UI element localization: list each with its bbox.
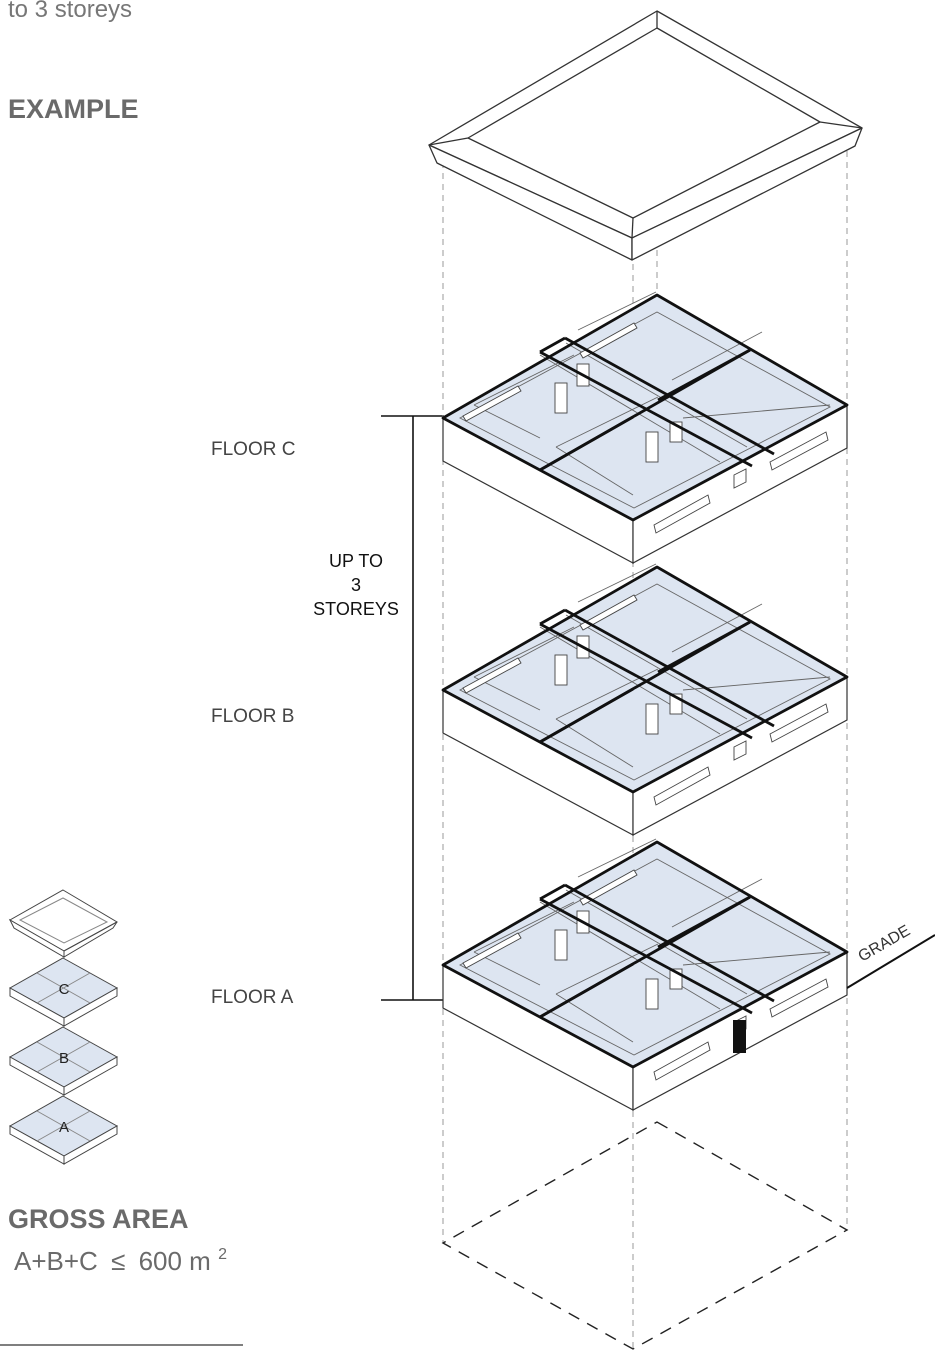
gross-area-relation: ≤ — [111, 1246, 125, 1276]
grade-label: GRADE — [856, 922, 914, 965]
height-label-line2: 3 — [351, 575, 361, 595]
legend: C B A — [8, 889, 119, 1165]
height-label-line1: UP TO — [329, 551, 383, 571]
floor-c — [441, 290, 849, 565]
gross-area-title: GROSS AREA — [8, 1204, 189, 1234]
grade-line — [846, 934, 935, 989]
foundation-footprint — [441, 1121, 849, 1350]
legend-a-label: A — [59, 1119, 69, 1136]
gross-area-unit-exponent: 2 — [218, 1246, 227, 1263]
gross-area-sum: A+B+C — [14, 1246, 98, 1276]
legend-floor-a — [8, 1095, 119, 1165]
floor-c-label: FLOOR C — [211, 439, 295, 460]
height-bracket — [381, 415, 444, 1001]
legend-c-label: C — [59, 981, 70, 998]
floor-b — [441, 562, 849, 837]
floor-b-label: FLOOR B — [211, 706, 294, 727]
legend-roof — [8, 889, 119, 958]
gross-area-formula: A+B+C ≤ 600 m 2 — [14, 1246, 227, 1276]
legend-floor-b — [8, 1026, 119, 1096]
floor-a — [441, 837, 849, 1112]
intro-text: to 3 storeys — [8, 0, 132, 23]
legend-floor-c — [8, 957, 119, 1027]
legend-b-label: B — [59, 1050, 69, 1067]
gross-area-value: 600 m — [139, 1246, 211, 1276]
floor-a-label: FLOOR A — [211, 987, 294, 1008]
roof — [428, 10, 863, 261]
example-heading: EXAMPLE — [8, 94, 139, 124]
entry-door — [733, 1020, 746, 1053]
height-label-line3: STOREYS — [313, 599, 399, 619]
height-label-bg — [308, 545, 408, 623]
